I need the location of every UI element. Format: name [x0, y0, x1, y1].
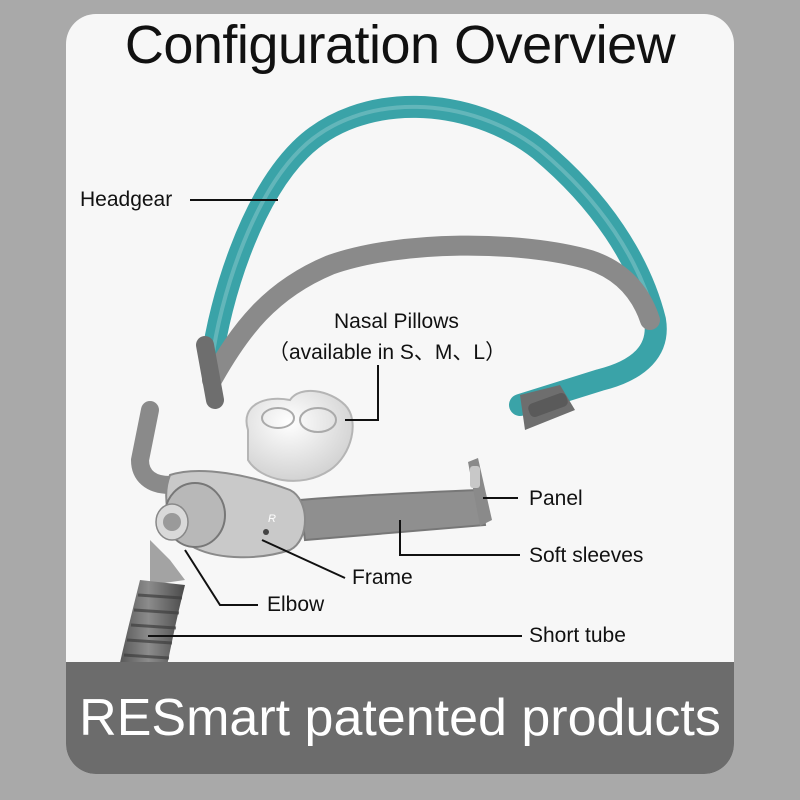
footer-band — [66, 662, 734, 774]
soft-sleeves — [298, 488, 487, 542]
leader-lines — [148, 199, 522, 637]
label-nasal-pillows-sizes: （available in S、M、L） — [268, 341, 507, 364]
elbow — [150, 482, 226, 585]
label-short-tube: Short tube — [529, 624, 626, 647]
headgear-strap — [202, 235, 660, 390]
panel — [468, 458, 492, 526]
nasal-pillows — [245, 389, 354, 482]
label-elbow: Elbow — [267, 593, 325, 616]
diagram-title: Configuration Overview — [124, 15, 676, 75]
label-headgear: Headgear — [80, 188, 173, 211]
footer-text: RESmart patented products — [79, 689, 721, 747]
label-soft-sleeves: Soft sleeves — [529, 544, 644, 567]
label-nasal-pillows: Nasal Pillows — [334, 310, 459, 333]
label-panel: Panel — [529, 487, 583, 510]
frame-r-mark: R — [268, 513, 276, 525]
label-frame: Frame — [352, 566, 413, 589]
diagram-card — [66, 14, 734, 774]
